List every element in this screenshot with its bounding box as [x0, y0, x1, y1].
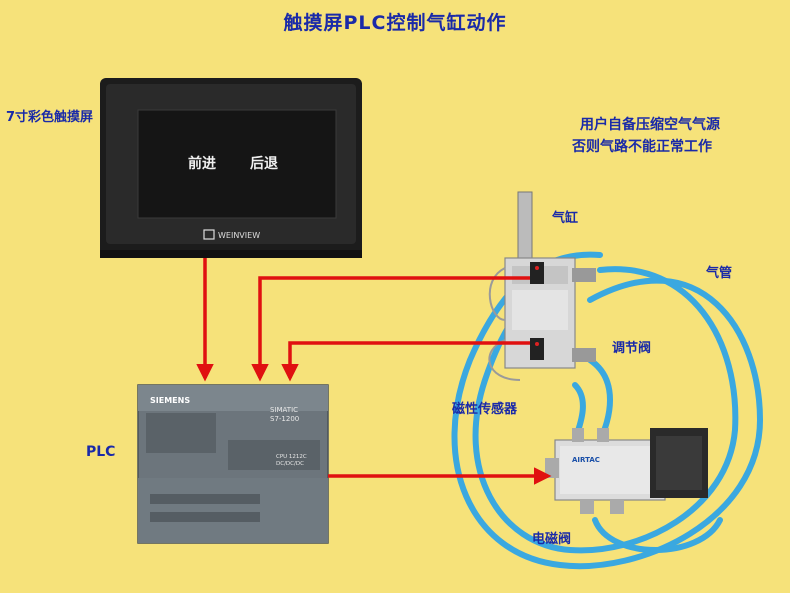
air-source-label-line2: 否则气路不能正常工作: [572, 139, 712, 155]
plc-model-line1-text: SIMATIC: [270, 406, 298, 414]
plc-model-line2-text: S7-1200: [270, 415, 299, 423]
hmi-brand-text: WEINVIEW: [218, 231, 260, 240]
plc-label: PLC: [86, 444, 116, 460]
diagram-title: 触摸屏PLC控制气缸动作: [283, 12, 507, 34]
plc-cpu-line1-text: CPU 1212C: [276, 454, 307, 460]
solenoid-valve-device: [545, 428, 708, 514]
regulating-valve-label: 调节阀: [612, 341, 652, 356]
signal-arrows: [196, 258, 552, 485]
hmi-forward-text: 前进: [188, 155, 216, 172]
hmi-backward-text: 后退: [250, 155, 278, 172]
magnetic-sensor-label: 磁性传感器: [452, 402, 518, 417]
air-source-label-line1: 用户自备压缩空气气源: [580, 117, 720, 133]
cylinder-label: 气缸: [552, 211, 579, 226]
plc-brand-text: SIEMENS: [150, 396, 190, 405]
touchscreen-device: [100, 78, 362, 258]
plc-device: [137, 384, 329, 544]
air-tube-label: 气管: [706, 266, 733, 281]
hmi-brand-icon: [203, 229, 215, 240]
sensor2-to-plc-arrow: [281, 341, 530, 382]
plc-cpu-line2-text: DC/DC/DC: [276, 461, 304, 467]
touchscreen-label: 7寸彩色触摸屏: [6, 110, 94, 125]
solenoid-valve-label: 电磁阀: [532, 532, 572, 547]
sensor1-to-plc-arrow: [251, 276, 530, 382]
valve-brand-text: AIRTAC: [572, 456, 600, 464]
